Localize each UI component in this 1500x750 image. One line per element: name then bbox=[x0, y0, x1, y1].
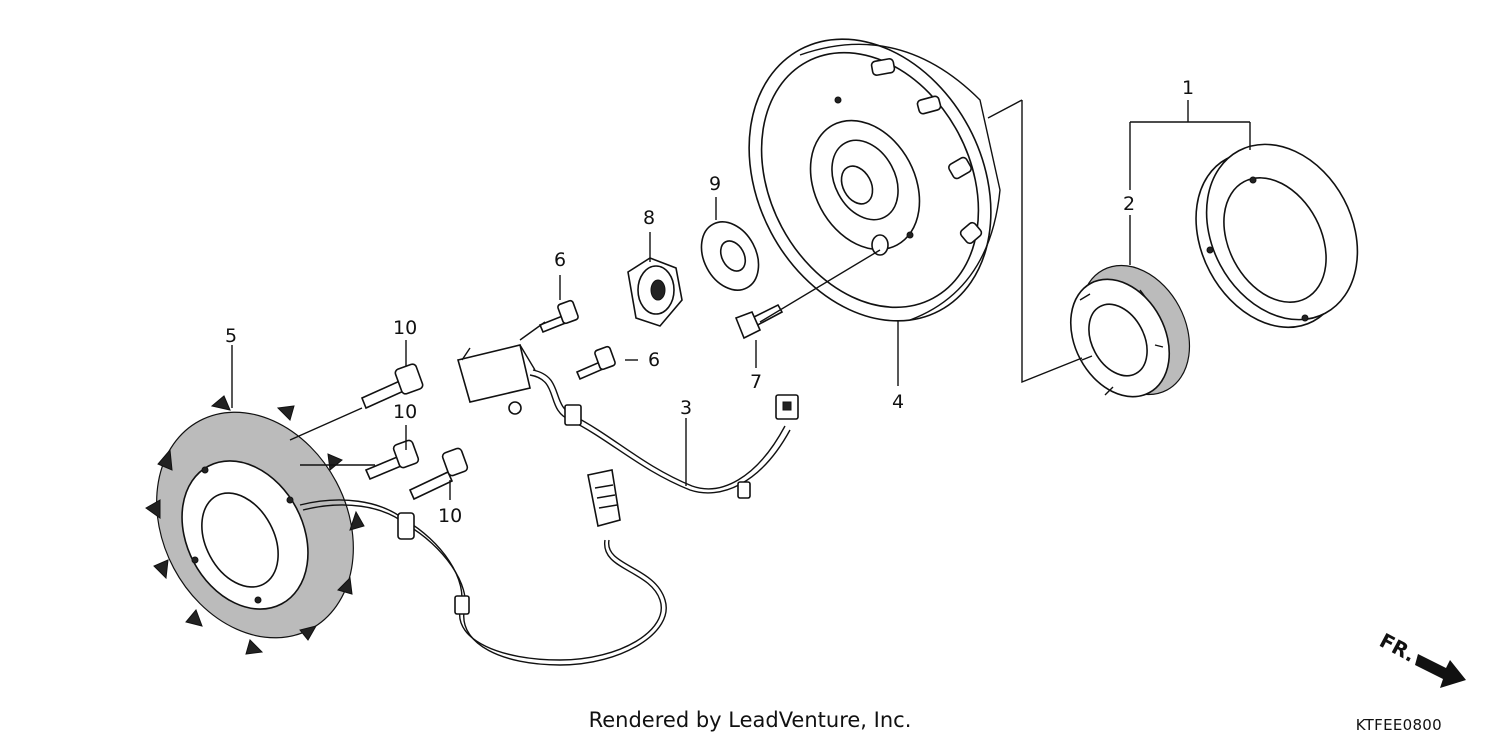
render-credit: Rendered by LeadVenture, Inc. bbox=[588, 708, 912, 732]
screw-part-6-lower[interactable] bbox=[575, 345, 616, 381]
diagram-code: KTFEE0800 bbox=[1355, 716, 1442, 734]
fr-label: FR. bbox=[1376, 628, 1420, 667]
callout-6-lower: 6 bbox=[648, 349, 660, 371]
one-way-clutch-part-2[interactable] bbox=[1051, 246, 1211, 413]
front-arrow-icon bbox=[1415, 654, 1466, 688]
callout-8: 8 bbox=[643, 207, 655, 229]
callout-3: 3 bbox=[680, 397, 692, 419]
callout-5: 5 bbox=[225, 325, 237, 347]
pulse-generator-part-3[interactable] bbox=[457, 344, 799, 499]
callout-7: 7 bbox=[750, 371, 762, 393]
starter-clutch-part-1[interactable] bbox=[1167, 118, 1387, 353]
callout-2: 2 bbox=[1123, 193, 1135, 215]
screw-part-6-upper[interactable] bbox=[538, 299, 579, 334]
callout-10-middle: 10 bbox=[393, 401, 417, 423]
flange-nut-part-8[interactable] bbox=[627, 257, 683, 327]
callout-10-top: 10 bbox=[393, 317, 417, 339]
callout-4: 4 bbox=[892, 391, 904, 413]
flywheel-part-4[interactable] bbox=[702, 0, 1039, 363]
callout-10-bottom: 10 bbox=[438, 505, 462, 527]
callout-1: 1 bbox=[1182, 77, 1194, 99]
washer-part-9[interactable] bbox=[690, 212, 770, 300]
bolt-part-10-bottom[interactable] bbox=[408, 447, 469, 501]
callout-6-upper: 6 bbox=[554, 249, 566, 271]
front-direction-indicator: FR. bbox=[1376, 628, 1466, 688]
bolt-part-10-top[interactable] bbox=[360, 363, 424, 410]
callout-9: 9 bbox=[709, 173, 721, 195]
bolt-part-10-middle[interactable] bbox=[364, 439, 420, 481]
bolt-part-7[interactable] bbox=[734, 303, 784, 340]
stator-part-5[interactable] bbox=[118, 378, 667, 673]
leader-lines bbox=[231, 99, 1251, 500]
